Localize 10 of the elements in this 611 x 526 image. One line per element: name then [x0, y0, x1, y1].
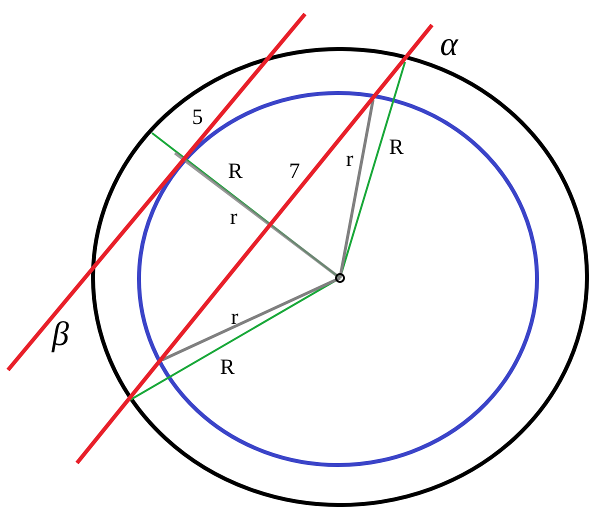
- length-label: 7: [289, 160, 300, 182]
- radius-label: r: [230, 206, 238, 228]
- angle-symbol: β: [52, 318, 69, 352]
- radius-label: R: [228, 160, 243, 182]
- radius-label: R: [389, 136, 404, 158]
- length-label: 5: [192, 106, 203, 128]
- radius-label: r: [231, 306, 238, 328]
- angle-symbol: α: [440, 28, 458, 62]
- radius-label: R: [220, 356, 235, 378]
- radius-label: r: [346, 148, 354, 170]
